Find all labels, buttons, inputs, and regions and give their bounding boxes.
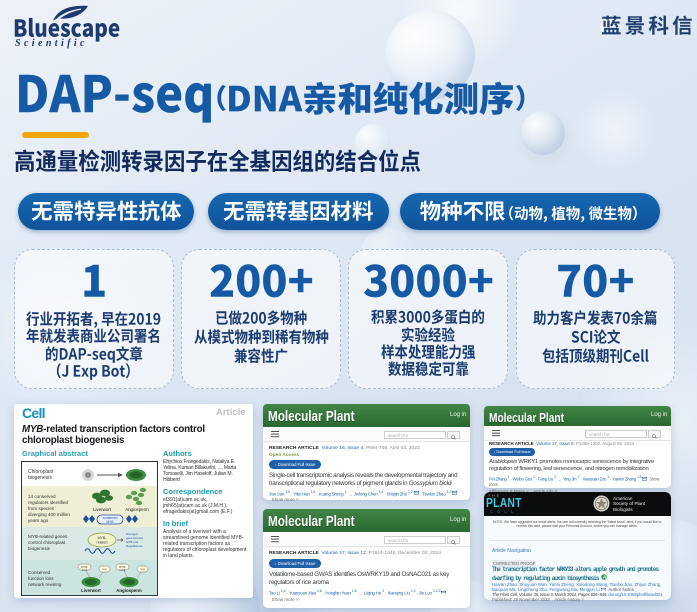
svg-text:rel A: rel A [81, 568, 87, 572]
svg-text:Angiosperm: Angiosperm [125, 507, 149, 512]
svg-text:MYB-related genes: MYB-related genes [28, 534, 68, 539]
svg-text:reg: reg [140, 567, 144, 571]
svg-text:diverging 400 million: diverging 400 million [28, 512, 70, 517]
svg-text:A: A [603, 574, 607, 579]
svg-text:reg: reg [102, 567, 106, 571]
svg-text:Diverged: Diverged [126, 532, 138, 536]
svg-text:MYB-: MYB- [81, 565, 88, 569]
svg-text:gene forming: gene forming [126, 536, 143, 540]
svg-text:biogenesis: biogenesis [28, 475, 52, 481]
svg-text:MYB-: MYB- [97, 536, 107, 540]
svg-text:conserved: conserved [102, 516, 117, 520]
svg-text:rel B: rel B [119, 568, 125, 572]
svg-text:Liverwort: Liverwort [81, 588, 101, 593]
svg-text:14 conserved: 14 conserved [28, 494, 56, 499]
svg-text:Conserved: Conserved [28, 570, 51, 575]
svg-text:from species: from species [28, 506, 55, 511]
svg-text:biogenesis: biogenesis [28, 546, 51, 551]
svg-text:function loss: function loss [28, 576, 54, 581]
svg-text:Regulationss: Regulationss [126, 544, 143, 548]
svg-text:control chloroplast: control chloroplast [28, 540, 66, 545]
svg-text:related: related [96, 540, 107, 544]
svg-text:Angiosperm: Angiosperm [116, 588, 142, 593]
svg-text:years ago: years ago [28, 518, 49, 523]
svg-text:regulators identified: regulators identified [28, 500, 69, 505]
svg-text:Chloroplast: Chloroplast [28, 469, 54, 475]
svg-text:MYB-rela: MYB-rela [126, 540, 138, 544]
svg-text:Liverwort: Liverwort [93, 507, 112, 512]
svg-text:MYB-: MYB- [119, 565, 126, 569]
svg-text:MYB: MYB [106, 520, 113, 524]
svg-text:network rewiring: network rewiring [28, 582, 62, 587]
